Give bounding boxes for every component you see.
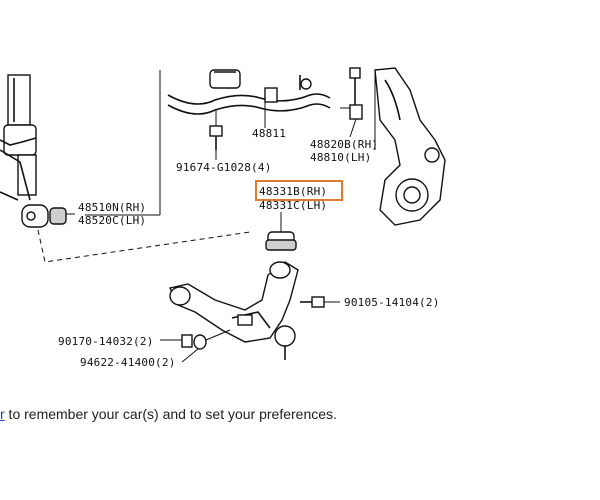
label-91674[interactable]: 91674-G1028(4) [176,161,272,174]
stabilizer-link-icon [340,67,363,120]
dashed-link-shock [37,229,251,263]
ball-joint-48331-icon [265,212,297,251]
register-link[interactable]: r [0,406,5,422]
label-94622[interactable]: 94622-41400(2) [80,356,176,369]
lower-control-arm-icon [168,261,299,343]
stabilizer-bar-icon [167,69,331,115]
preferences-caption: r to remember your car(s) and to set you… [0,406,337,422]
label-90105[interactable]: 90105-14104(2) [344,296,440,309]
label-48331b[interactable]: 48331B(RH) [259,185,327,198]
label-48510n[interactable]: 48510N(RH) [78,201,146,214]
leader-94622 [181,348,199,363]
label-48331c[interactable]: 48331C(LH) [259,199,327,212]
label-48820b[interactable]: 48820B(RH) [310,138,378,151]
shock-absorber-icon [0,74,75,228]
bottom-strip [0,430,600,500]
label-90170[interactable]: 90170-14032(2) [58,335,154,348]
label-48520c[interactable]: 48520C(LH) [78,214,146,227]
lower-ball-joint-icon [274,325,296,360]
highlight-box [255,180,343,201]
parts-diagram: 48811 91674-G1028(4) 48820B(RH) 48810(LH… [0,67,446,369]
steering-knuckle-icon [374,67,446,226]
nut-washer-icon [181,329,231,350]
label-48810[interactable]: 48810(LH) [310,151,371,164]
bolt-91674-icon [209,110,223,150]
bolt-90105-icon [300,296,340,308]
label-48811[interactable]: 48811 [252,127,286,140]
leader-48820b [349,118,357,138]
caption-text: to remember your car(s) and to set your … [4,406,337,422]
